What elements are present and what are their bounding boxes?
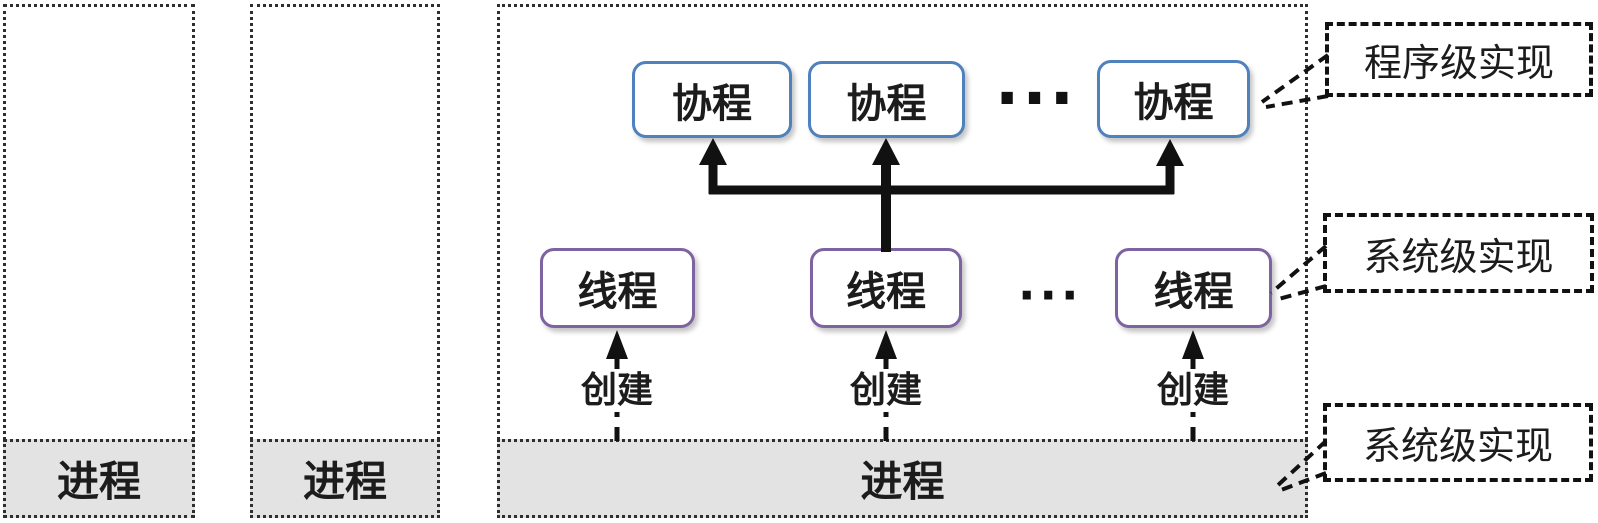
arrowhead-create-3 xyxy=(1182,330,1204,359)
thread-label: 线程 xyxy=(1153,269,1234,315)
arrowhead-coroutine-3 xyxy=(1156,139,1184,166)
thread-label: 线程 xyxy=(846,269,926,315)
callout-system-level-process: 系统级实现 xyxy=(1323,403,1593,482)
coroutine-label: 协程 xyxy=(672,80,752,127)
process-label: 进程 xyxy=(302,457,387,506)
thread-ellipsis: ··· xyxy=(1018,268,1083,322)
callout-tail-2a xyxy=(1269,244,1328,295)
callout-label: 系统级实现 xyxy=(1363,234,1554,279)
arrowhead-create-2 xyxy=(875,330,897,359)
callout-system-level-thread: 系统级实现 xyxy=(1323,213,1594,293)
arrowhead-coroutine-1 xyxy=(699,138,727,165)
coroutine-label: 协程 xyxy=(1133,80,1214,126)
main-process-bar: 进程 xyxy=(497,439,1308,518)
callout-label: 系统级实现 xyxy=(1362,424,1553,468)
coroutine-label: 协程 xyxy=(846,80,927,127)
create-label-1: 创建 xyxy=(575,370,659,412)
coroutine-box-3: 协程 xyxy=(1097,60,1250,138)
process-box-2: 进程 xyxy=(250,4,440,518)
callout-tail-1a xyxy=(1260,53,1330,104)
thread-label: 线程 xyxy=(577,269,658,315)
process-label: 进程 xyxy=(860,457,945,506)
arrowhead-coroutine-2 xyxy=(872,138,900,165)
callout-program-level: 程序级实现 xyxy=(1325,22,1593,97)
thread-box-3: 线程 xyxy=(1115,248,1272,328)
create-label-2: 创建 xyxy=(844,370,928,412)
callout-tail-3b xyxy=(1280,471,1327,492)
process-bar-1: 进程 xyxy=(3,439,195,518)
callout-tail-1b xyxy=(1265,94,1329,109)
process-label: 进程 xyxy=(56,457,141,506)
callout-label: 程序级实现 xyxy=(1363,41,1554,85)
process-bar-2: 进程 xyxy=(250,439,440,518)
callout-tail-2b xyxy=(1274,284,1327,302)
coroutine-ellipsis: ... xyxy=(995,46,1077,120)
coroutine-box-2: 协程 xyxy=(808,61,965,138)
thread-box-1: 线程 xyxy=(540,248,695,328)
callout-tail-3a xyxy=(1275,439,1328,488)
process-box-1: 进程 xyxy=(3,4,195,518)
coroutine-box-1: 协程 xyxy=(632,61,792,138)
thread-box-2: 线程 xyxy=(810,248,962,328)
arrowhead-create-1 xyxy=(606,330,628,359)
create-label-3: 创建 xyxy=(1151,370,1235,412)
